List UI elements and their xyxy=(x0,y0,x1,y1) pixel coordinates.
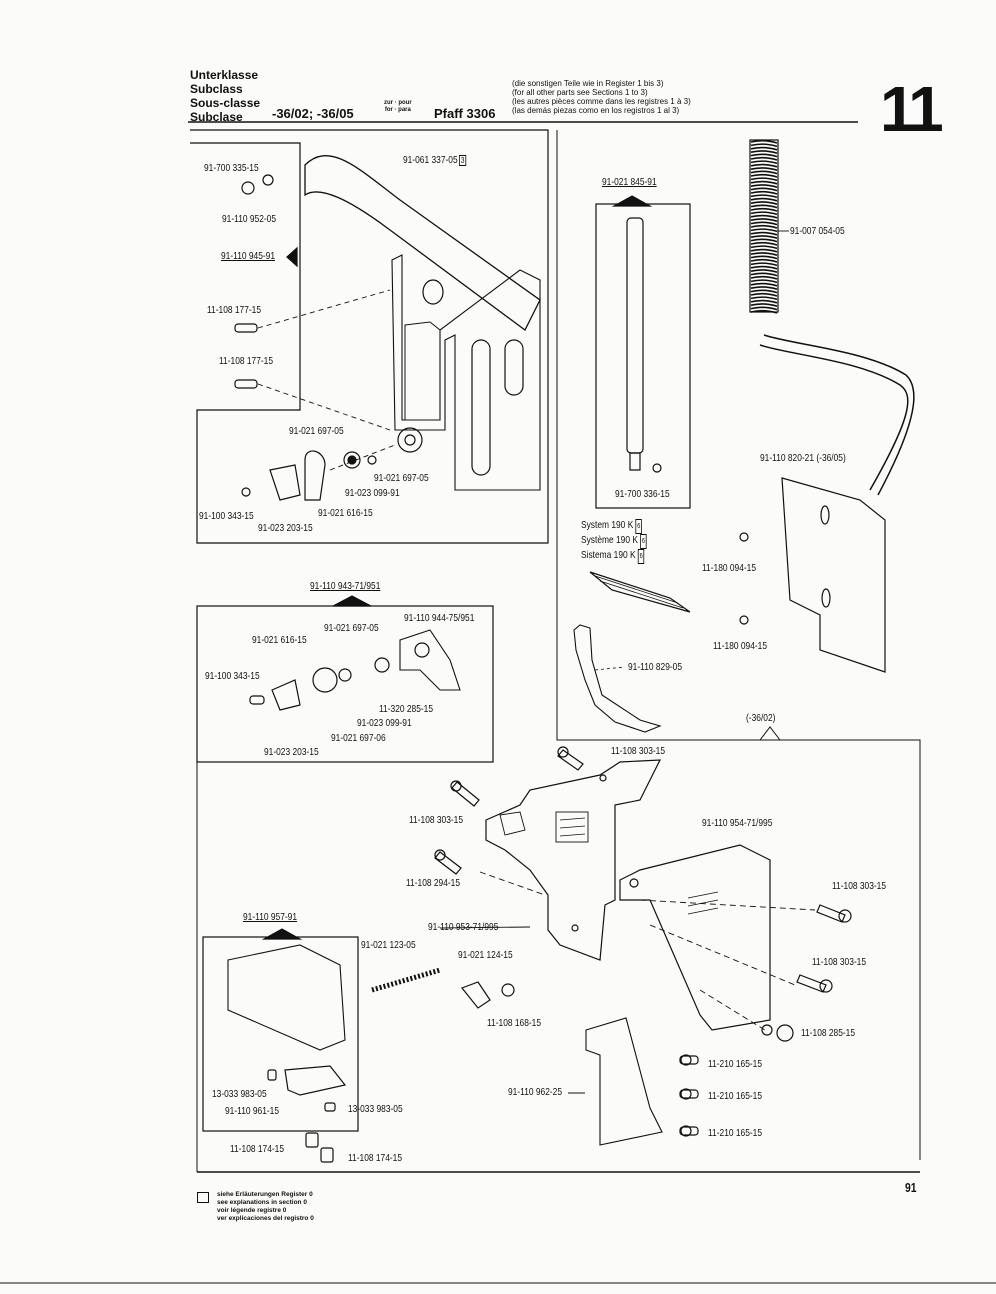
label-es: Subclase xyxy=(190,110,243,124)
page-number: 91 xyxy=(905,1180,917,1195)
frame-right-region xyxy=(556,130,921,1160)
zur-pour-label: zur · pour for · para xyxy=(384,100,412,113)
part-label: 13-033 983-05 xyxy=(212,1088,267,1100)
part-label: 91-110 820-21 (-36/05) xyxy=(760,452,846,464)
part-label: 91-021 124-15 xyxy=(458,949,513,961)
part-label: 11-108 168-15 xyxy=(487,1017,542,1029)
part-label: 91-700 335-15 xyxy=(204,162,259,174)
part-label: 11-210 165-15 xyxy=(708,1090,763,1102)
part-label: 91-100 343-15 xyxy=(199,510,254,522)
part-label: 11-108 303-15 xyxy=(812,956,867,968)
part-label: 11-210 165-15 xyxy=(708,1127,763,1139)
spring xyxy=(749,139,779,313)
part-label: 91-021 845-91 xyxy=(602,176,657,188)
part-label: 11-180 094-15 xyxy=(702,562,757,574)
side-cover xyxy=(619,844,771,1031)
part-label: 91-110 954-71/995 xyxy=(702,817,773,829)
part-label: 91-700 336-15 xyxy=(615,488,670,500)
part-label: 91-021 123-05 xyxy=(361,939,416,951)
presser-foot xyxy=(573,624,662,733)
part-label: 91-021 697-05 xyxy=(289,425,344,437)
subclass-labels: Unterklasse Subclass Sous-classe Subclas… xyxy=(190,68,260,124)
part-label: 11-108 174-15 xyxy=(348,1152,403,1164)
part-label: 11-210 165-15 xyxy=(708,1058,763,1070)
part-label: (-36/02) xyxy=(746,712,776,724)
part-label: 11-108 303-15 xyxy=(611,745,666,757)
part-label: 91-023 203-15 xyxy=(264,746,319,758)
part-label: 91-110 944-75/951 xyxy=(404,612,475,624)
part-label: 91-100 343-15 xyxy=(205,670,260,682)
vertical-plate xyxy=(391,254,541,491)
header-notes: (die sonstigen Teile wie in Register 1 b… xyxy=(512,79,691,115)
part-label: 91-023 099-91 xyxy=(345,487,400,499)
part-label: 91-021 697-05 xyxy=(374,472,429,484)
system-label: System 190 K 6 Système 190 K 6 Sistema 1… xyxy=(581,519,647,564)
part-label: 91-110 943-71/951 xyxy=(310,580,381,592)
label-de: Unterklasse xyxy=(190,68,259,82)
part-label: 91-023 099-91 xyxy=(357,717,412,729)
part-label: 91-021 616-15 xyxy=(252,634,307,646)
machine-model: Pfaff 3306 xyxy=(434,106,496,121)
section-number: 11 xyxy=(880,73,944,145)
part-label: 91-021 697-05 xyxy=(324,622,379,634)
legend-box-icon xyxy=(197,1192,209,1203)
frame-bottom-left xyxy=(202,936,359,1132)
footer-notes: siehe Erläuterungen Register 0 see expla… xyxy=(217,1191,314,1222)
part-label: 11-180 094-15 xyxy=(713,640,768,652)
part-label: 91-007 054-05 xyxy=(790,225,845,237)
part-label: 11-108 177-15 xyxy=(207,304,262,316)
needle-bar xyxy=(626,217,644,454)
curved-guide xyxy=(304,155,541,331)
part-label: 91-021 616-15 xyxy=(318,507,373,519)
part-label: 13-033 983-05 xyxy=(348,1103,403,1115)
part-label: 91-110 945-91 xyxy=(221,250,276,262)
part-label: 91-110 961-15 xyxy=(225,1105,280,1117)
screws-lower xyxy=(434,746,852,1137)
lifting-bracket xyxy=(781,477,886,673)
part-label: 11-320 285-15 xyxy=(379,703,434,715)
part-label: 91-110 957-91 xyxy=(243,911,298,923)
part-label: 11-108 303-15 xyxy=(832,880,887,892)
part-label: 91-110 962-25 xyxy=(508,1086,563,1098)
subclass-codes: -36/02; -36/05 xyxy=(272,106,354,121)
part-label: 11-108 174-15 xyxy=(230,1143,285,1155)
guard-plate xyxy=(485,759,661,961)
part-label: 91-110 829-05 xyxy=(628,661,683,673)
part-label: 91-023 203-15 xyxy=(258,522,313,534)
part-label: 91-110 953-71/995 xyxy=(428,921,499,933)
part-label: 11-108 285-15 xyxy=(801,1027,856,1039)
part-label: 11-108 294-15 xyxy=(406,877,461,889)
label-en: Subclass xyxy=(190,82,243,96)
part-label: 11-108 303-15 xyxy=(409,814,464,826)
part-label: 91-110 952-05 xyxy=(222,213,277,225)
part-label: 91-021 697-06 xyxy=(331,732,386,744)
frame-top-left xyxy=(190,129,549,544)
part-label: 11-108 177-15 xyxy=(219,355,274,367)
label-fr: Sous-classe xyxy=(190,96,261,110)
